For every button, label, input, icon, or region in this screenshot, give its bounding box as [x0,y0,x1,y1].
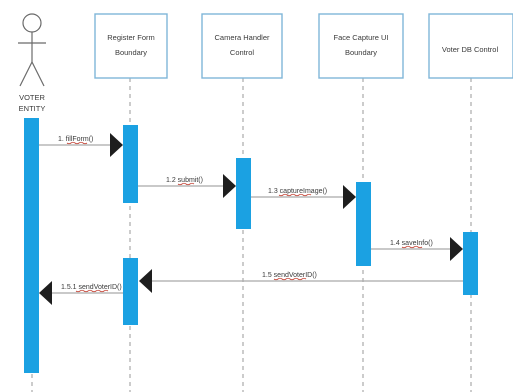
underline-sendvoterid-2 [75,289,109,293]
participant-label-line1: Face Capture UI [333,33,388,42]
arrowhead-1-5-1 [39,281,52,305]
participant-camera-handler: Camera Handler Control [201,13,283,79]
activation-bars [24,118,478,373]
participant-label-line2: Control [230,48,255,57]
actor-label-line1: VOTER [19,93,45,102]
actor-voter-entity [18,13,46,87]
arrowheads [39,133,463,305]
participant-face-capture: Face Capture UI Boundary [318,13,404,79]
arrowhead-1-5 [139,269,152,293]
activation-camera-handler [236,158,251,229]
participant-box [94,13,168,79]
participant-register-form: Register Form Boundary [94,13,168,79]
participant-box [318,13,404,79]
message-label-1-4: 1.4 saveInfo() [390,240,433,247]
underline-submit [177,182,195,186]
arrowhead-1-4 [450,237,463,261]
participant-label-line2: Boundary [345,48,377,57]
underline-fillform [66,141,88,145]
activation-register-form-2 [123,258,138,325]
participant-label-line1: Voter DB Control [442,45,499,54]
participant-label-line1: Camera Handler [214,33,270,42]
actor-label-line2: ENTITY [19,104,46,113]
message-label-1-5-1: 1.5.1 sendVoterID() [61,284,122,291]
actor-head [22,13,42,33]
participant-label-line1: Register Form [107,33,155,42]
label-underlines [66,141,423,293]
message-label-1-3: 1.3 captureImage() [268,188,327,195]
activation-voter-entity [24,118,39,373]
message-label-1-5: 1.5 sendVoterID() [262,272,317,279]
underline-saveinfo [401,245,423,249]
underline-captureimage [278,193,312,197]
participant-box [428,13,513,79]
lifelines [31,78,472,392]
arrowhead-1 [110,133,123,157]
arrowhead-1-3 [343,185,356,209]
activation-face-capture [356,182,371,266]
message-lines [39,144,463,294]
message-label-1: 1. fillForm() [58,136,93,143]
underline-sendvoterid [273,277,307,281]
arrowhead-1-2 [223,174,236,198]
participant-box [201,13,283,79]
participant-label-line2: Boundary [115,48,147,57]
activation-voter-db [463,232,478,295]
participant-voter-db: Voter DB Control [428,13,513,79]
activation-register-form-1 [123,125,138,203]
message-label-1-2: 1.2 submit() [166,177,203,184]
